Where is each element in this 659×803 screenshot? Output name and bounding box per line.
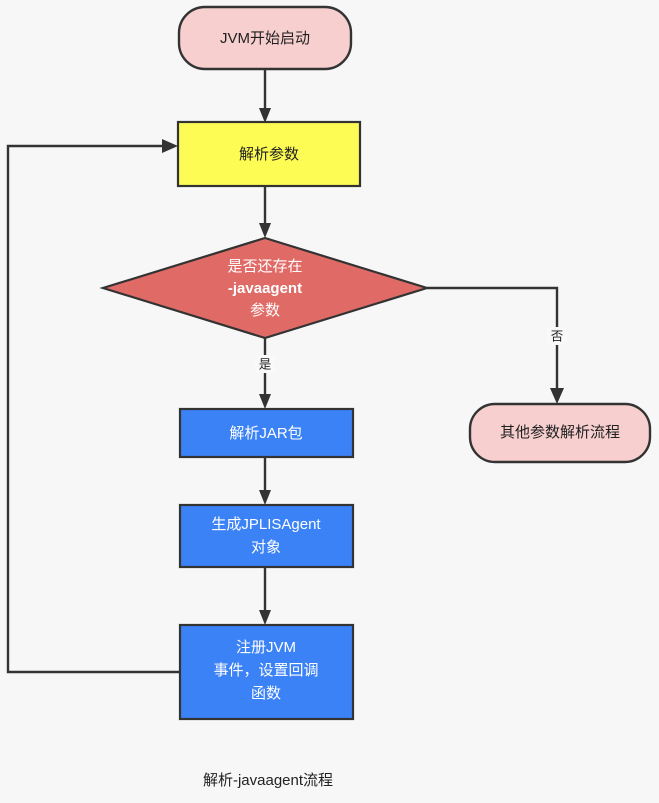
node-parse-jar-shape[interactable]	[178, 407, 355, 459]
diagram-caption: 解析-javaagent流程	[203, 772, 333, 789]
node-start[interactable]: JVM开始启动	[177, 5, 353, 71]
node-other-args-flow-label: 其他参数解析流程	[500, 424, 620, 441]
edge-label-no-bg	[547, 327, 567, 345]
edge-label-yes: 是	[259, 357, 272, 371]
edge-label-yes-bg	[255, 355, 275, 373]
node-parse-args[interactable]: 解析参数	[176, 120, 362, 188]
edge-create-agent-to-register-events	[259, 567, 271, 625]
edge-parse-args-to-decision	[259, 187, 271, 238]
node-register-jvm-events-label-line3: 函数	[251, 685, 281, 702]
edge-parse-jar-to-create-agent	[259, 457, 271, 505]
node-register-jvm-events-label-line2: 事件，设置回调	[213, 662, 318, 679]
node-has-javaagent-decision[interactable]: 是否还存在 -javaagent 参数	[99, 236, 431, 340]
node-has-javaagent-shape[interactable]	[99, 236, 431, 340]
node-create-jplisagent-shape[interactable]	[178, 503, 355, 569]
edge-decision-to-other-args-flow: 否	[427, 286, 567, 404]
node-has-javaagent-label-line1: 是否还存在	[227, 258, 302, 275]
node-register-jvm-events-label-line1: 注册JVM	[236, 639, 296, 656]
node-parse-jar-label: 解析JAR包	[229, 425, 302, 442]
edge-start-to-parse-args	[259, 70, 271, 123]
node-other-args-flow-shape[interactable]	[468, 402, 652, 464]
node-parse-jar[interactable]: 解析JAR包	[178, 407, 355, 459]
node-has-javaagent-label-line2: -javaagent	[228, 280, 302, 297]
node-parse-args-label: 解析参数	[239, 146, 299, 163]
node-register-jvm-events[interactable]: 注册JVM 事件，设置回调 函数	[178, 623, 355, 721]
edge-register-events-loopback-to-parse-args	[6, 139, 179, 674]
node-create-jplisagent-label-line2: 对象	[251, 539, 281, 556]
node-create-jplisagent[interactable]: 生成JPLISAgent 对象	[178, 503, 355, 569]
node-create-jplisagent-label-line1: 生成JPLISAgent	[211, 516, 321, 533]
node-start-label: JVM开始启动	[220, 30, 310, 47]
node-register-jvm-events-shape[interactable]	[178, 623, 355, 721]
node-other-args-flow[interactable]: 其他参数解析流程	[468, 402, 652, 464]
node-parse-args-shape[interactable]	[176, 120, 362, 188]
edge-label-no: 否	[551, 329, 564, 343]
node-start-shape[interactable]	[177, 5, 353, 71]
edge-decision-to-parse-jar: 是	[255, 338, 275, 409]
node-has-javaagent-label-line3: 参数	[250, 302, 280, 319]
